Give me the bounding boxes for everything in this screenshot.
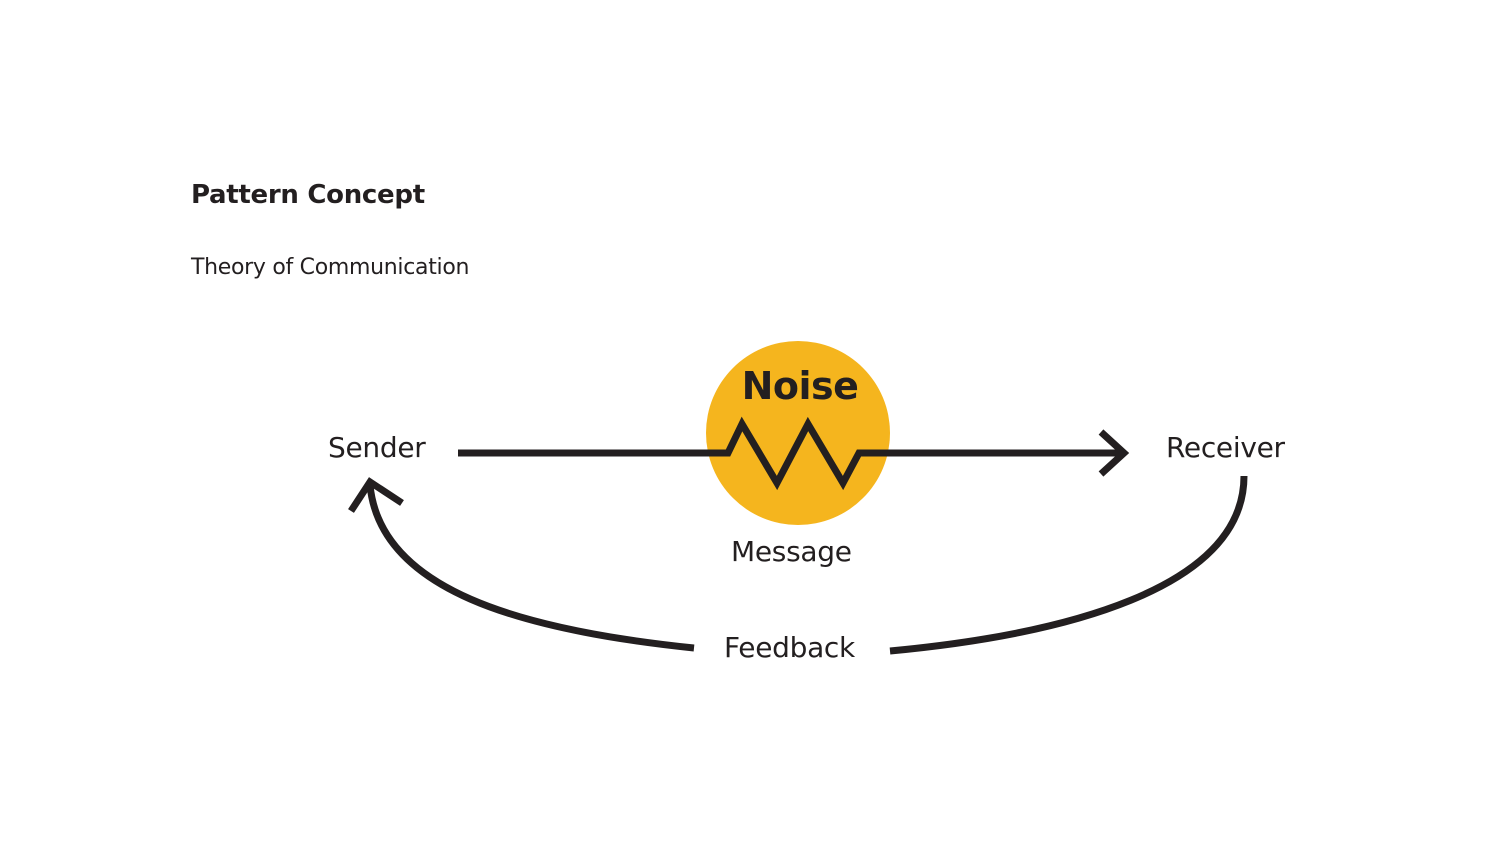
- message-arrow-line: [458, 416, 1125, 491]
- feedback-arrowhead-icon: [348, 477, 404, 513]
- page-title: Pattern Concept: [191, 180, 425, 210]
- feedback-arc-left: [366, 484, 695, 652]
- message-arrowhead-icon: [1098, 429, 1130, 477]
- receiver-label: Receiver: [1166, 431, 1285, 464]
- feedback-arc-right: [889, 475, 1248, 655]
- message-label: Message: [731, 535, 852, 568]
- sender-label: Sender: [328, 431, 426, 464]
- feedback-label: Feedback: [724, 631, 855, 664]
- noise-label: Noise: [741, 364, 859, 408]
- page-subtitle: Theory of Communication: [191, 255, 470, 280]
